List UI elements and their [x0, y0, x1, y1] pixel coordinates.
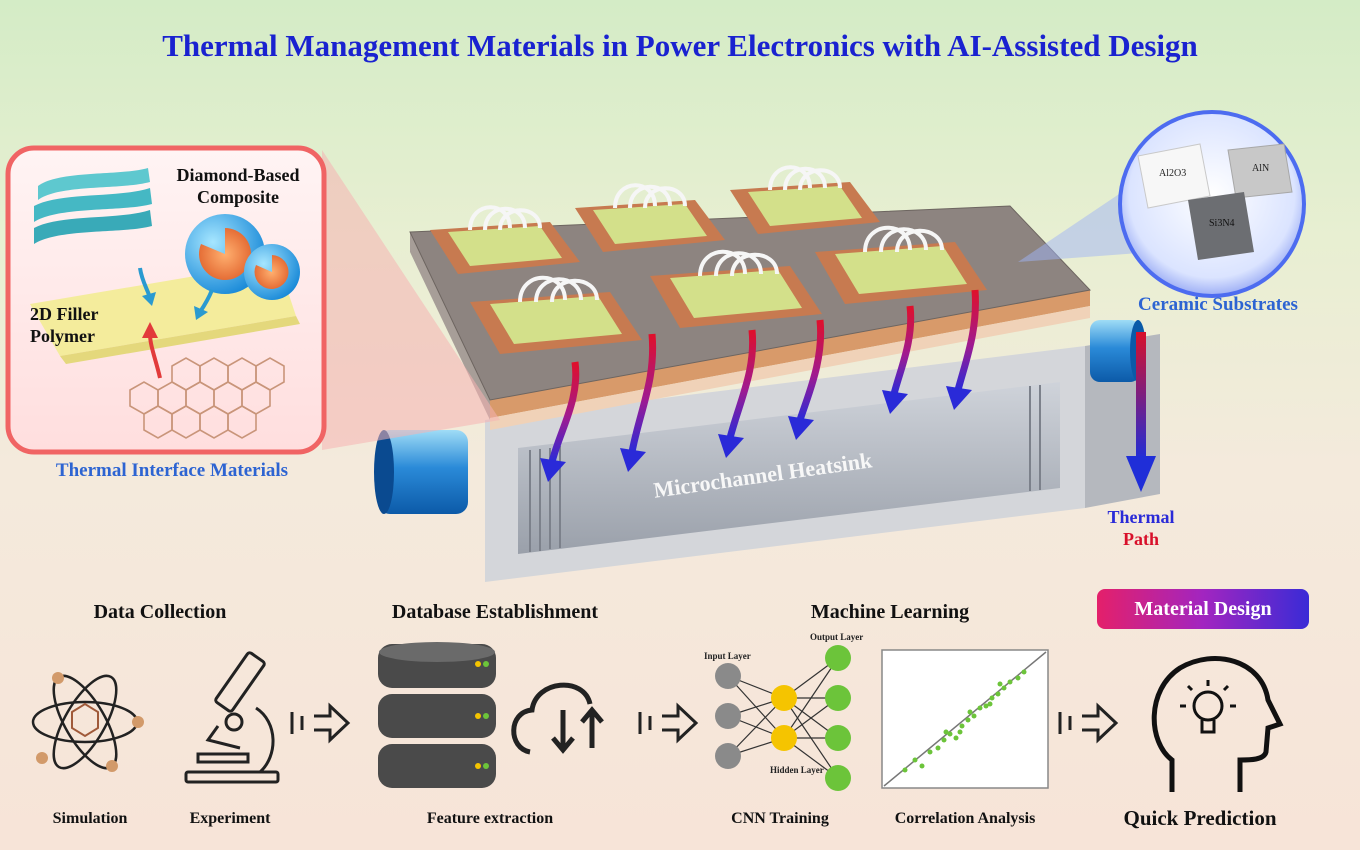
heat-flow-arrows	[548, 289, 979, 463]
tim-callout-panel	[5, 145, 500, 455]
tim-caption: Thermal Interface Materials	[55, 460, 289, 481]
experiment-caption: Experiment	[189, 810, 271, 827]
graphene-lattice-icon	[129, 357, 285, 439]
2d-filler-layers-icon	[34, 168, 152, 244]
power-chips	[430, 165, 987, 354]
database-heading: Database Establishment	[391, 601, 599, 623]
thermal-path-arrow	[1126, 332, 1156, 492]
quick-prediction-caption: Quick Prediction	[1123, 806, 1277, 830]
cloud-sync-icon	[511, 682, 604, 755]
dashed-arrow-icon-3	[1058, 702, 1119, 744]
data-collection-heading: Data Collection	[93, 601, 227, 623]
filler-line2: Polymer	[30, 326, 95, 346]
microscope-icon	[184, 651, 280, 784]
dashed-arrow-icon-1	[290, 702, 351, 744]
filler-polymer-label: 2D Filler Polymer	[30, 303, 98, 347]
cnn-training-caption: CNN Training	[731, 810, 829, 827]
composite-line2: Composite	[197, 187, 279, 207]
workflow-icons	[31, 642, 1284, 792]
nn-input-layer-label: Input Layer	[704, 651, 751, 661]
heat-flow-arrowheads	[540, 386, 972, 482]
correlation-analysis-caption: Correlation Analysis	[894, 810, 1036, 827]
machine-learning-heading: Machine Learning	[810, 601, 970, 623]
nn-hidden-layer-label: Hidden Layer	[770, 765, 824, 775]
module-illustration	[5, 110, 1306, 582]
page-title: Thermal Management Materials in Power El…	[162, 28, 1198, 63]
simulation-caption: Simulation	[52, 810, 128, 827]
ceramic-callout-panel	[1018, 110, 1306, 298]
ceramic-caption: Ceramic Substrates	[1138, 294, 1298, 315]
thermal-path-line1: Thermal	[1107, 507, 1175, 527]
ceramic-aln-label: AlN	[1252, 163, 1270, 174]
thermal-path-label: Thermal Path	[1096, 506, 1186, 550]
ceramic-al2o3-label: Al2O3	[1159, 168, 1187, 179]
correlation-plot-icon	[881, 649, 1049, 789]
dashed-arrow-icon-2	[638, 702, 699, 744]
heatsink-box	[374, 320, 1160, 582]
diamond-composite-label: Diamond-Based Composite	[168, 164, 308, 208]
nn-output-layer-label: Output Layer	[810, 632, 864, 642]
material-design-badge: Material Design	[1097, 589, 1309, 629]
thermal-path-line2: Path	[1123, 529, 1159, 549]
diamond-composite-sphere-icon	[185, 214, 300, 300]
neural-net-nodes	[715, 645, 851, 791]
database-icon	[378, 642, 496, 788]
ceramic-si3n4-label: Si3N4	[1209, 218, 1235, 229]
filler-line1: 2D Filler	[30, 304, 99, 324]
neural-net-edges	[727, 657, 839, 779]
atom-icon	[31, 674, 139, 770]
electron-dots	[36, 672, 144, 772]
head-lightbulb-icon	[1151, 656, 1284, 792]
feature-extraction-caption: Feature extraction	[426, 810, 554, 827]
composite-line1: Diamond-Based	[176, 165, 300, 185]
